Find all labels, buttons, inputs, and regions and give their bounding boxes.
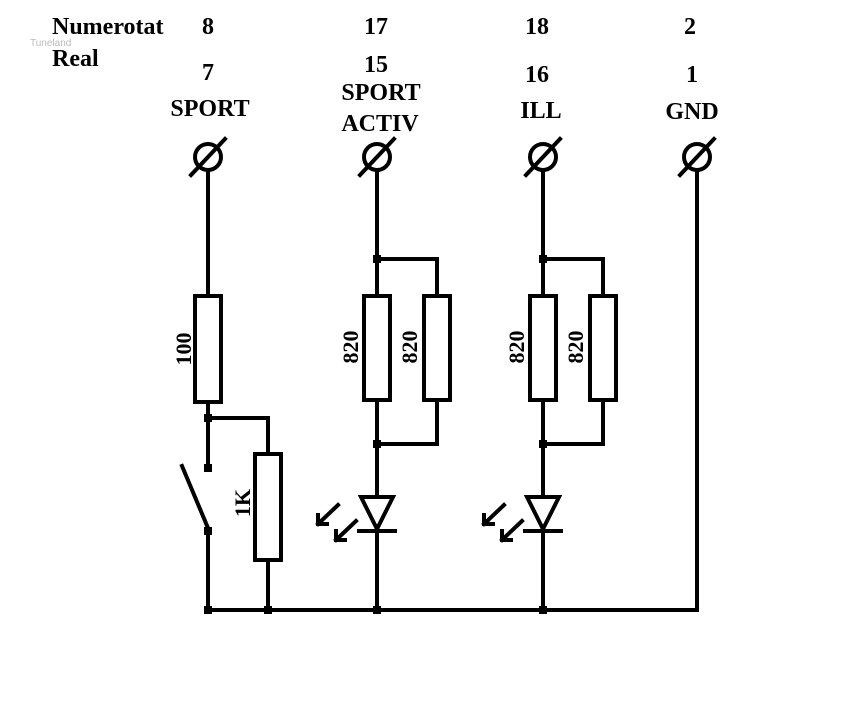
watermark-text: Tuneland [30,38,71,49]
junction-dot [539,255,547,263]
resistor-100-label: 100 [171,333,196,366]
terminal-1-real: 7 [202,60,214,86]
terminal-3-name: ILL [520,98,561,124]
terminal-1-name: SPORT [170,96,249,122]
resistor-820-activ-b [422,294,452,402]
terminal-4-name: GND [665,99,718,125]
resistor-820-activ-b-label: 820 [397,331,422,364]
resistor-820-activ-a [362,294,392,402]
sport-activ-branch-wires [375,168,439,612]
led-sport-activ [357,495,397,534]
light-arrows-icon [315,502,359,543]
terminal-3-real: 16 [525,62,549,88]
terminal-4-real: 1 [686,62,698,88]
junction-dot [539,440,547,448]
switch-contact-dot [204,464,212,472]
resistor-1k [253,452,283,562]
junction-dot [539,606,547,614]
resistor-100 [193,294,223,404]
resistor-820-ill-b [588,294,618,402]
junction-dot [264,606,272,614]
numerotat-label: Numerotat [52,14,164,40]
terminal-4-numerotat: 2 [684,14,696,40]
junction-dot [204,414,212,422]
terminal-3-numerotat: 18 [525,14,549,40]
terminal-2-name: SPORT [341,80,420,106]
switch-contact-dot [204,527,212,535]
light-arrows-icon [481,502,525,543]
ground-rail [206,168,699,612]
sport-branch-wires [206,168,270,612]
led-ill [523,495,563,534]
junction-dot [373,255,381,263]
terminal-2-numerotat: 17 [364,14,388,40]
junction-dot [373,440,381,448]
resistor-1k-label: 1K [230,489,255,517]
junction-dot [204,606,212,614]
ill-branch-wires [541,168,605,612]
resistor-820-ill-b-label: 820 [563,331,588,364]
resistor-820-ill-a-label: 820 [504,331,529,364]
sport-switch [179,463,211,531]
terminal-2-real: 15 [364,52,388,78]
resistor-820-activ-a-label: 820 [338,331,363,364]
junction-dot [373,606,381,614]
resistor-820-ill-a [528,294,558,402]
terminal-2-name-line2: ACTIV [341,111,419,137]
terminal-1-numerotat: 8 [202,14,214,40]
real-label: Real [52,46,99,72]
